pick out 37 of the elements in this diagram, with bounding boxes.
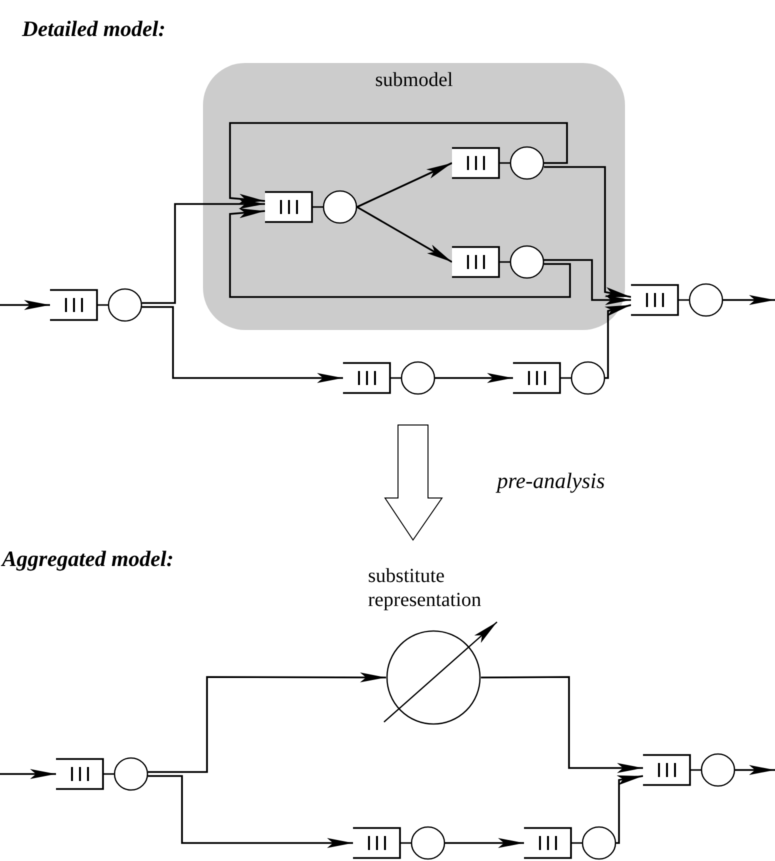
arrow (445, 838, 524, 848)
queue-server-station (343, 361, 435, 395)
section-heading: Aggregated model: (2, 546, 174, 572)
server-circle (386, 630, 481, 725)
arrow (356, 162, 452, 208)
queue-server-station (631, 283, 723, 317)
arrow (356, 206, 452, 263)
arrow (0, 769, 56, 779)
queue-server-station (513, 361, 605, 395)
queue-server-station (50, 288, 142, 322)
arrow (723, 295, 775, 305)
arrow (148, 672, 386, 773)
arrow (148, 775, 353, 848)
arrow (229, 208, 571, 298)
arrow (229, 122, 568, 204)
queue-server-station (265, 190, 357, 224)
arrow (142, 199, 265, 304)
arrow (735, 765, 775, 775)
node-caption: substitute representation (368, 564, 482, 612)
region-label: submodel (374, 69, 454, 92)
arrow (616, 775, 644, 844)
queue-server-station (56, 757, 148, 791)
arrow (435, 373, 513, 383)
arrow (544, 259, 631, 305)
queue-server-station (452, 245, 544, 279)
queue-server-station (452, 146, 544, 180)
arrow (604, 304, 632, 379)
queue-server-station (643, 753, 735, 787)
section-heading: Detailed model: (22, 16, 166, 42)
queue-server-station (353, 826, 445, 860)
step-label: pre-analysis (497, 468, 605, 494)
arrow (142, 306, 343, 383)
arrow (481, 676, 643, 773)
queue-server-station (524, 826, 616, 860)
submodel-region (203, 63, 625, 330)
arrow (544, 166, 632, 298)
arrow (0, 300, 50, 310)
